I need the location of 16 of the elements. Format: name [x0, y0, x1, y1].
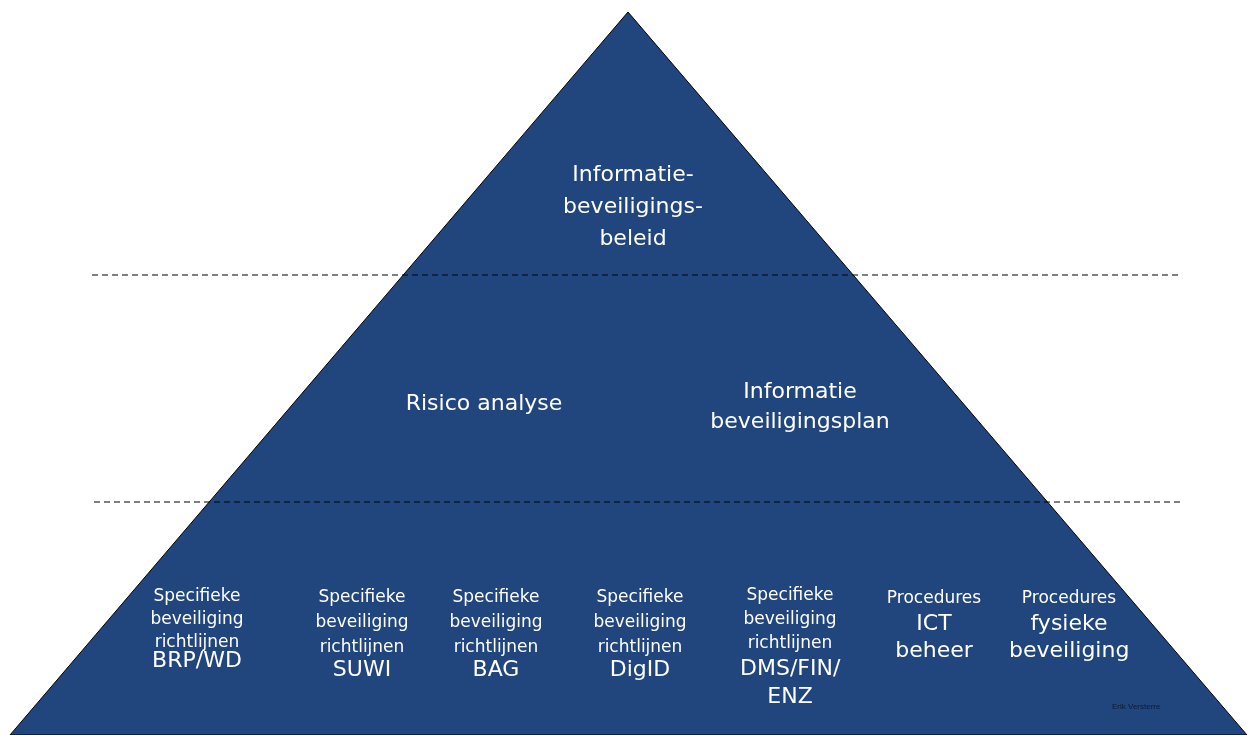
column-heading: Procedures [885, 586, 983, 608]
level-heading: Informatie beveiligingsplan [709, 377, 891, 435]
column-heading: Specifieke beveiliging richtlijnen [314, 585, 410, 658]
column-heading: Specifieke beveiliging richtlijnen [742, 583, 838, 654]
column-title: BAG [471, 656, 521, 683]
column-title: DigID [608, 656, 672, 683]
column-title: SUWI [331, 656, 393, 683]
column-title: DMS/FIN/ ENZ [740, 654, 840, 710]
level-heading: Risico analyse [404, 389, 564, 417]
column-title: ICT beheer [894, 609, 974, 663]
column-heading: Specifieke beveiliging richtlijnen [149, 584, 245, 651]
column-heading: Specifieke beveiliging richtlijnen [592, 585, 688, 658]
level-heading: Informatie- beveiligings- beleid [562, 160, 704, 252]
column-heading: Procedures [1020, 586, 1118, 608]
column-title: fysieke beveiliging [1009, 609, 1129, 663]
column-heading: Specifieke beveiliging richtlijnen [448, 585, 544, 658]
